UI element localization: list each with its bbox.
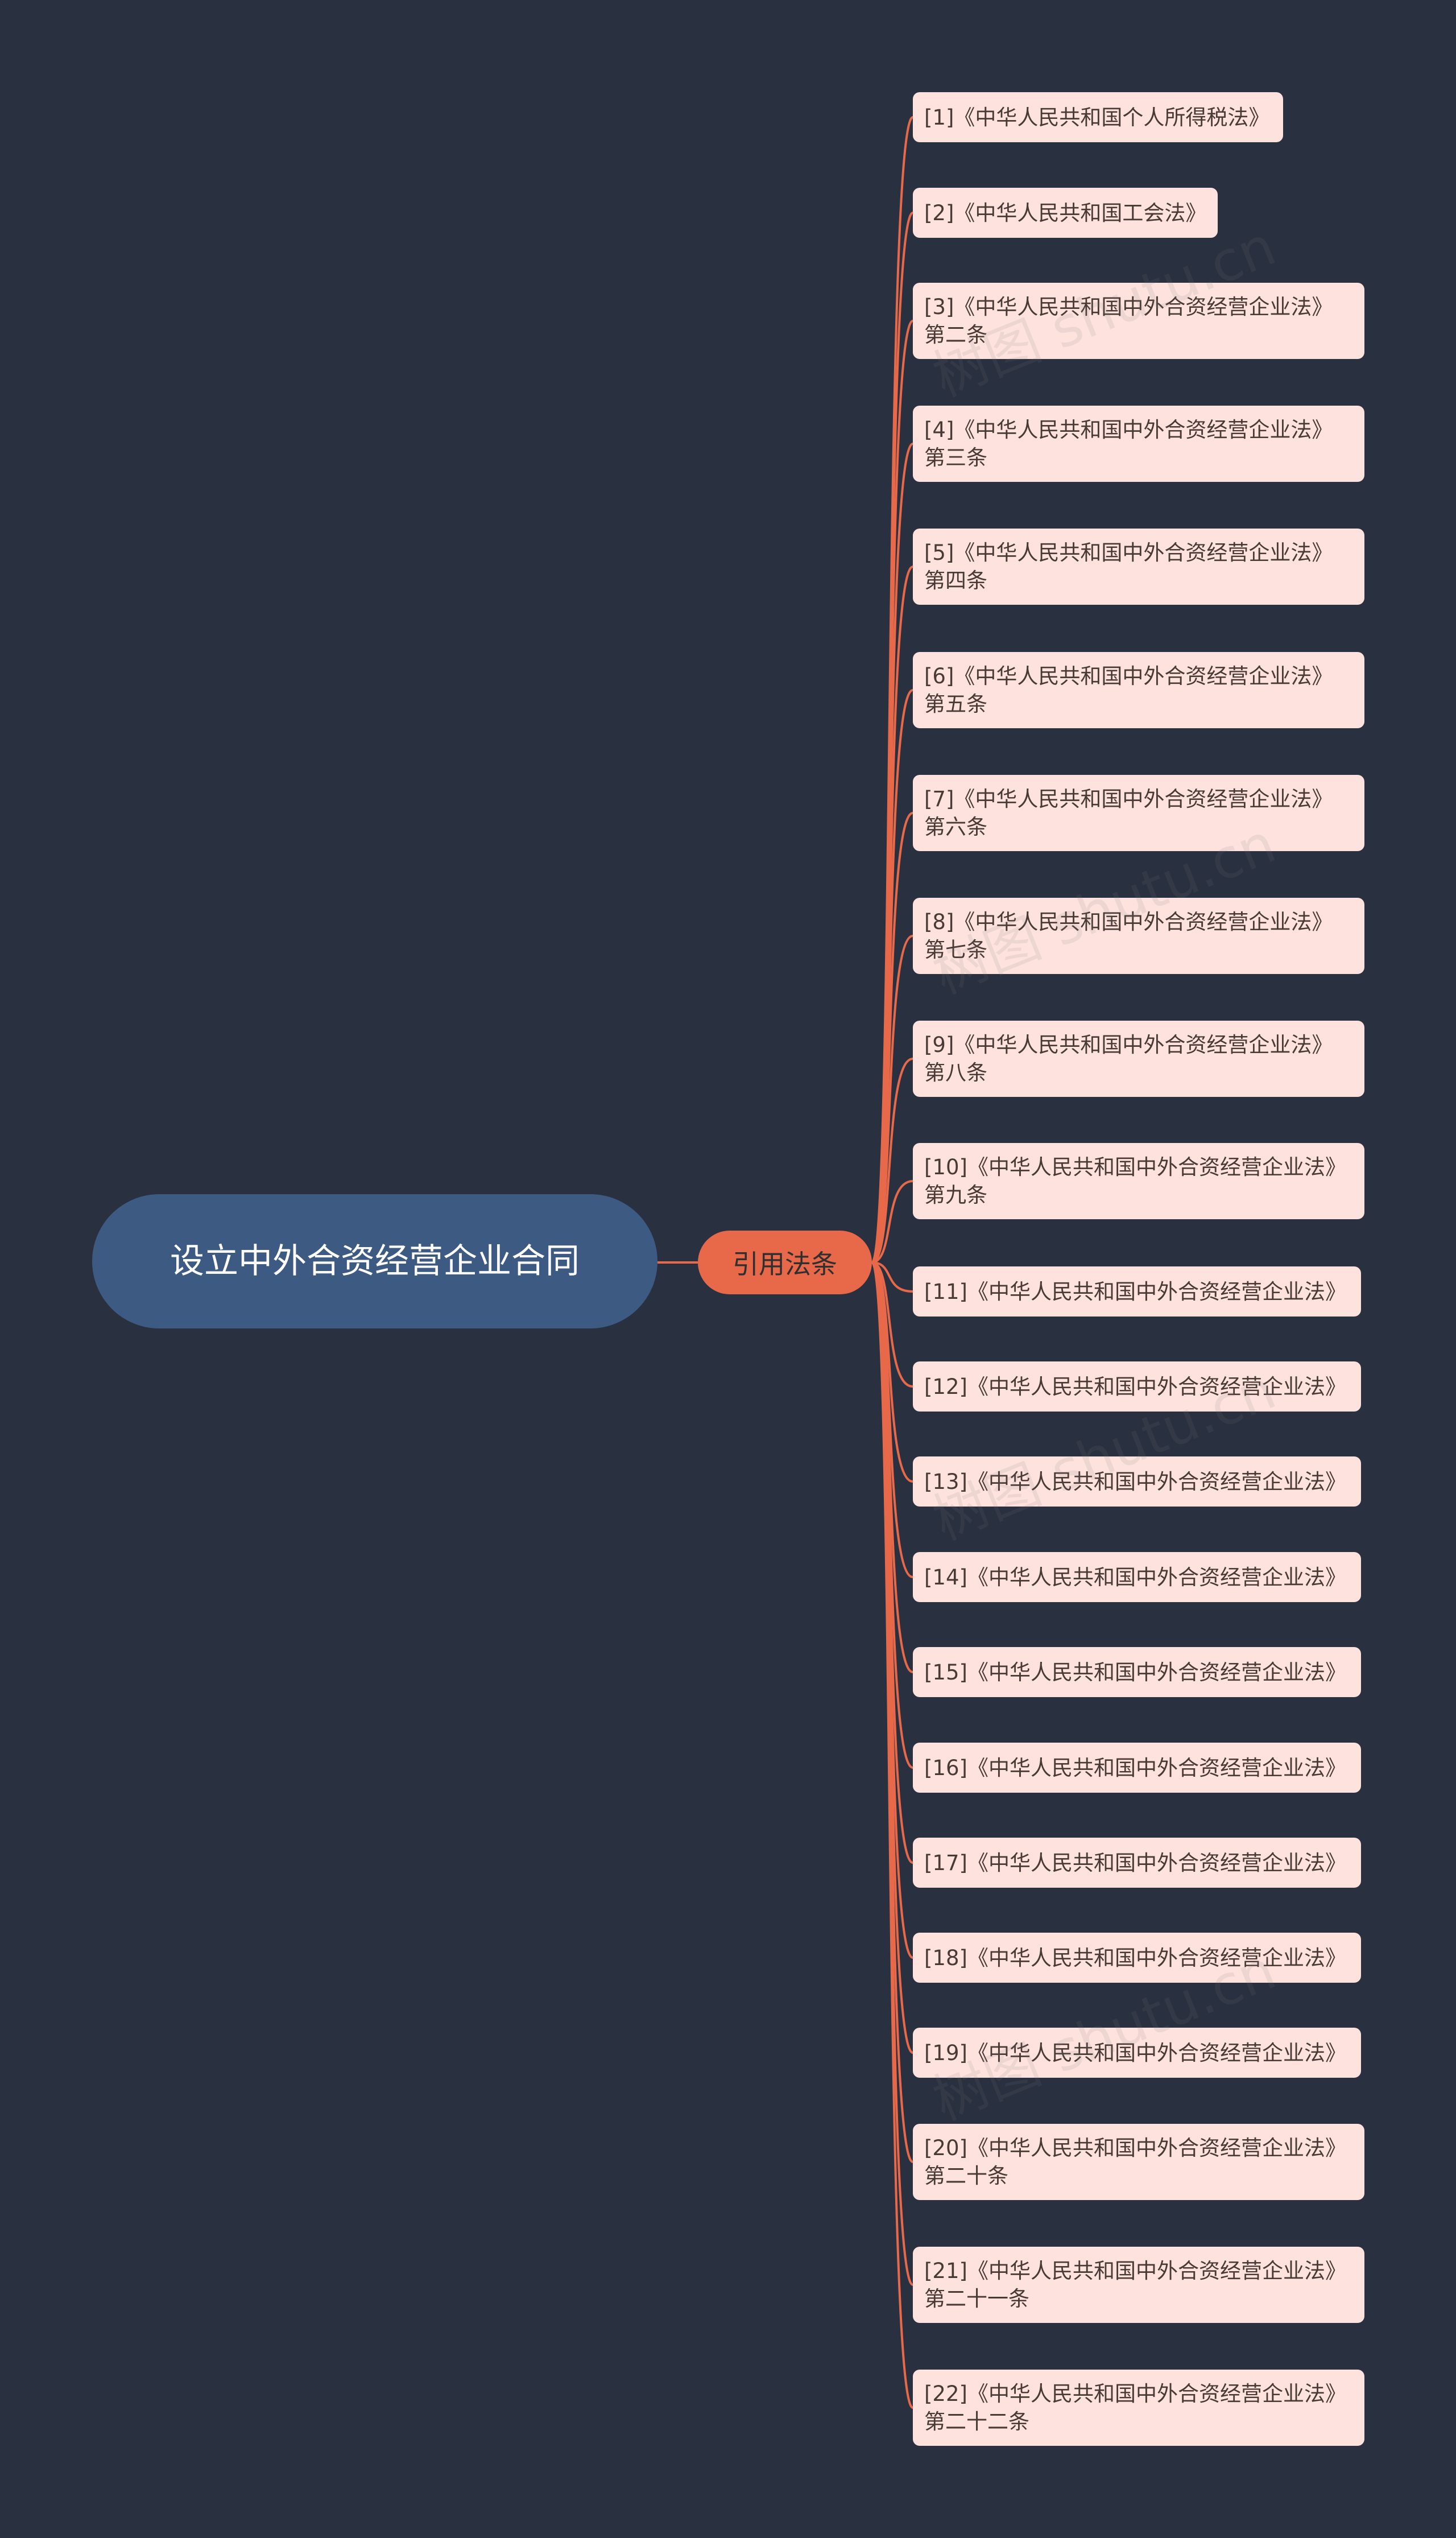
leaf-node[interactable]: [6]《中华人民共和国中外合资经营企业法》 第五条 xyxy=(913,652,1364,728)
leaf-connector xyxy=(871,812,913,1264)
leaf-node[interactable]: [8]《中华人民共和国中外合资经营企业法》 第七条 xyxy=(913,898,1364,974)
leaf-node[interactable]: [21]《中华人民共和国中外合资经营企业法》 第二十一条 xyxy=(913,2247,1364,2323)
leaf-node[interactable]: [22]《中华人民共和国中外合资经营企业法》 第二十二条 xyxy=(913,2370,1364,2446)
leaf-node[interactable]: [16]《中华人民共和国中外合资经营企业法》 xyxy=(913,1743,1361,1793)
leaf-connector xyxy=(871,1261,914,2409)
leaf-node[interactable]: [4]《中华人民共和国中外合资经营企业法》 第三条 xyxy=(913,406,1364,482)
leaf-node[interactable]: [15]《中华人民共和国中外合资经营企业法》 xyxy=(913,1647,1361,1697)
root-node[interactable]: 设立中外合资经营企业合同 xyxy=(92,1194,657,1328)
leaf-node[interactable]: [5]《中华人民共和国中外合资经营企业法》 第四条 xyxy=(913,529,1364,605)
branch-node-cited-laws[interactable]: 引用法条 xyxy=(698,1231,872,1294)
leaf-node[interactable]: [20]《中华人民共和国中外合资经营企业法》 第二十条 xyxy=(913,2124,1364,2200)
leaf-node[interactable]: [9]《中华人民共和国中外合资经营企业法》 第八条 xyxy=(913,1021,1364,1097)
leaf-node[interactable]: [7]《中华人民共和国中外合资经营企业法》 第六条 xyxy=(913,775,1364,851)
leaf-node[interactable]: [18]《中华人民共和国中外合资经营企业法》 xyxy=(913,1933,1361,1983)
leaf-connector xyxy=(871,1261,913,1293)
leaf-node[interactable]: [2]《中华人民共和国工会法》 xyxy=(913,188,1218,238)
leaf-node[interactable]: [19]《中华人民共和国中外合资经营企业法》 xyxy=(913,2028,1361,2078)
leaf-node[interactable]: [13]《中华人民共和国中外合资经营企业法》 xyxy=(913,1456,1361,1507)
leaf-node[interactable]: [11]《中华人民共和国中外合资经营企业法》 xyxy=(913,1266,1361,1317)
leaf-connector xyxy=(871,1180,913,1264)
leaf-node[interactable]: [3]《中华人民共和国中外合资经营企业法》 第二条 xyxy=(913,283,1364,359)
leaf-connector xyxy=(871,1058,913,1264)
leaf-node[interactable]: [10]《中华人民共和国中外合资经营企业法》 第九条 xyxy=(913,1143,1364,1219)
leaf-node[interactable]: [14]《中华人民共和国中外合资经营企业法》 xyxy=(913,1552,1361,1602)
leaf-node[interactable]: [12]《中华人民共和国中外合资经营企业法》 xyxy=(913,1361,1361,1412)
leaf-connector xyxy=(871,1261,913,1388)
leaf-connector xyxy=(871,935,913,1264)
leaf-node[interactable]: [17]《中华人民共和国中外合资经营企业法》 xyxy=(913,1838,1361,1888)
leaf-node[interactable]: [1]《中华人民共和国个人所得税法》 xyxy=(913,92,1283,142)
